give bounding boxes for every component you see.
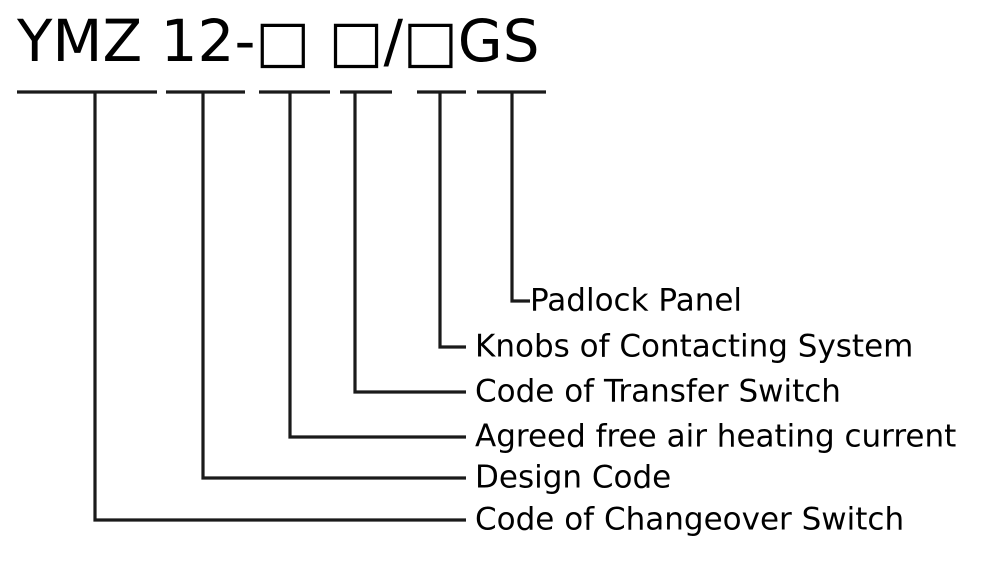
leader-knobs-contacting [438, 92, 466, 349]
code-segment-suffix-gs: GS [457, 7, 540, 75]
callout-label-code-transfer: Code of Transfer Switch [475, 373, 841, 410]
leader-agreed-current [288, 92, 466, 439]
callout-label-code-changeover: Code of Changeover Switch [475, 501, 905, 538]
callout-label-agreed-current: Agreed free air heating current [475, 418, 957, 455]
product-code-text: YMZ 12-□ □/□GS [17, 12, 540, 70]
callout-label-padlock-panel: Padlock Panel [530, 282, 743, 319]
leader-design-code [201, 92, 466, 480]
code-segment-design-code: 12- [160, 7, 256, 75]
leader-padlock-panel [510, 92, 530, 303]
callout-label-design-code: Design Code [475, 459, 672, 496]
callout-label-knobs-contacting: Knobs of Contacting System [475, 328, 914, 365]
leader-code-transfer [353, 92, 466, 394]
code-segment-box-knobs: □ [402, 7, 458, 75]
code-segment-series-prefix: YMZ [17, 7, 161, 75]
leader-code-changeover [93, 92, 466, 522]
code-segment-box-current: □ [255, 7, 329, 75]
code-segment-slash: / [383, 7, 403, 75]
code-segment-box-transfer: □ [328, 7, 384, 75]
